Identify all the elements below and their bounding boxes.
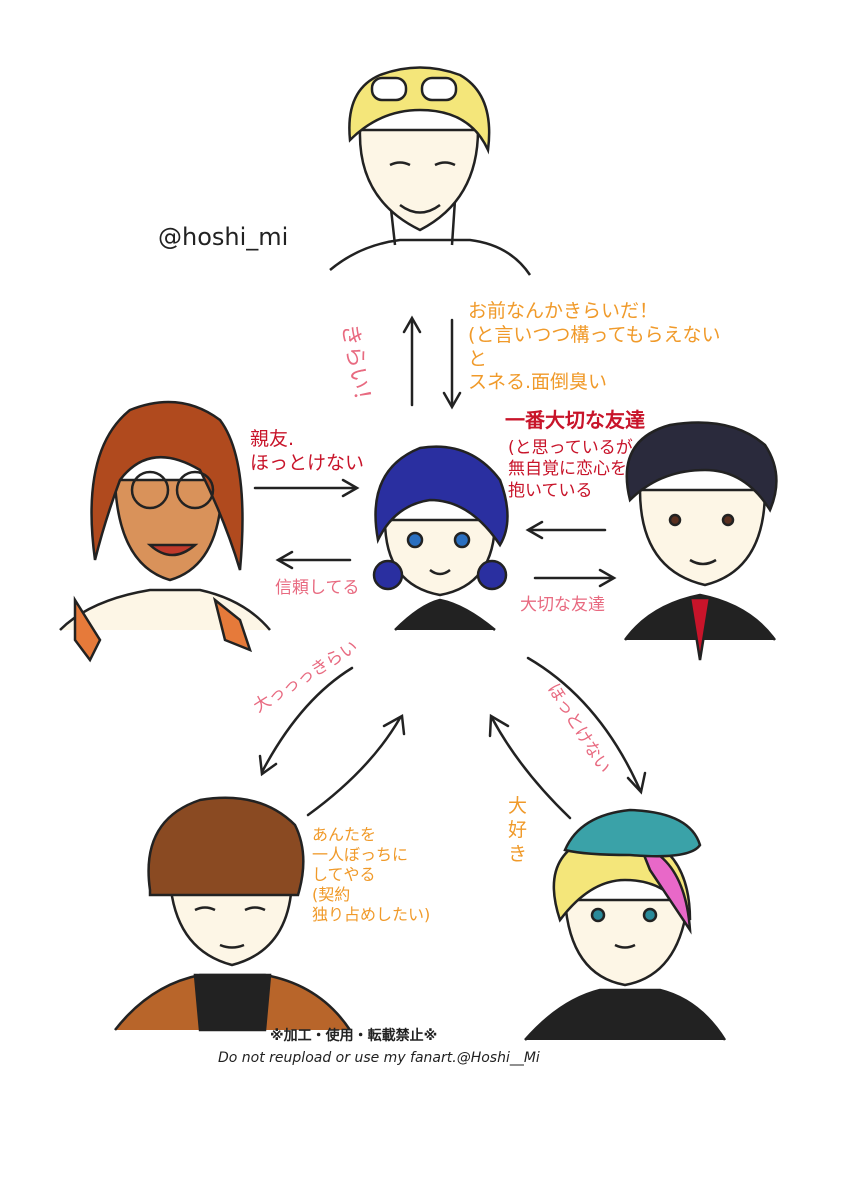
arrow-top-to-center-head bbox=[442, 391, 462, 410]
label-left-to-center: 親友. ほっとけない bbox=[250, 428, 365, 474]
label-right-to-center-sub: (と思っているが 無自覚に恋心を 抱いている bbox=[508, 438, 633, 501]
character-top bbox=[329, 66, 532, 276]
character-right bbox=[623, 421, 778, 661]
arrow-center-to-bottom-right bbox=[526, 656, 642, 792]
label-bottom-right-to-center: 大 好 き bbox=[508, 795, 528, 865]
footer-jp: ※加工・使用・転載禁止※ bbox=[270, 1028, 438, 1044]
arrow-center-to-right-head bbox=[598, 568, 617, 588]
arrow-center-to-bottom-left-head bbox=[258, 754, 278, 777]
watermark-handle: @hoshi_mi bbox=[158, 223, 289, 251]
character-center bbox=[372, 445, 509, 631]
arrow-right-to-center-head bbox=[525, 520, 544, 540]
arrow-bottom-left-to-center-head bbox=[382, 713, 406, 736]
arrow-center-to-left-head bbox=[275, 550, 294, 570]
arrows bbox=[253, 315, 647, 820]
label-center-to-right: 大切な友達 bbox=[520, 595, 605, 615]
label-center-to-left: 信頼してる bbox=[275, 578, 360, 598]
label-bottom-left-to-center: あんたを 一人ぼっちに してやる (契約 独り占めしたい) bbox=[312, 825, 431, 924]
footer-en: Do not reupload or use my fanart.@Hoshi_… bbox=[218, 1050, 540, 1066]
arrow-center-to-bottom-left bbox=[260, 666, 354, 774]
arrow-bottom-left-to-center bbox=[306, 716, 402, 817]
arrow-bottom-right-to-center bbox=[490, 716, 572, 820]
label-top-down: お前なんかきらいだ！ (と言いつつ構ってもらえないと スネる.面倒臭い bbox=[468, 300, 721, 394]
character-bottom-right bbox=[524, 808, 727, 1041]
arrow-left-to-center-head bbox=[341, 478, 360, 498]
character-left bbox=[59, 400, 271, 663]
label-right-to-center-title: 一番大切な友達 bbox=[505, 408, 645, 432]
arrow-center-to-top-head bbox=[402, 315, 422, 334]
arrow-center-to-bottom-right-head bbox=[626, 771, 647, 795]
character-bottom-left bbox=[114, 796, 352, 1032]
arrow-bottom-right-to-center-head bbox=[488, 713, 510, 738]
